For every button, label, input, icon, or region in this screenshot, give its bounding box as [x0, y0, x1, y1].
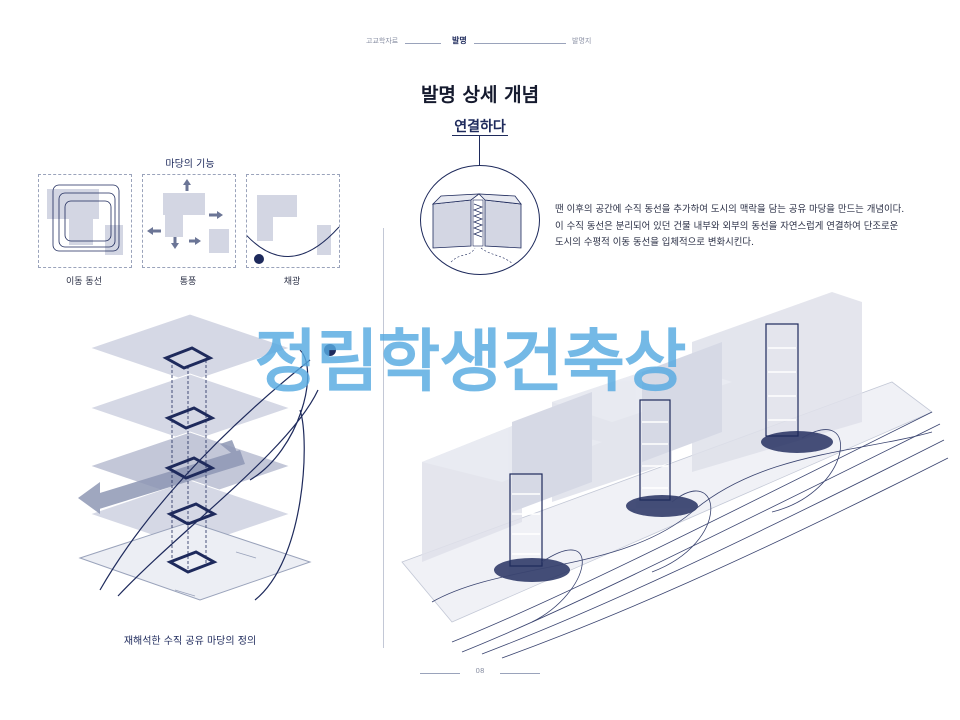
page-number: 08 — [420, 666, 540, 680]
street-connection-diagram — [401, 292, 949, 659]
section-subtitle: 연결하다 — [454, 119, 506, 135]
function-label-lighting: 채광 — [283, 277, 301, 287]
vertical-yard-diagram — [78, 313, 336, 601]
nav-item-active[interactable]: 발명 — [452, 35, 467, 45]
function-label-circulation: 이동 동선 — [66, 277, 102, 287]
circulation-diagram — [47, 184, 123, 255]
top-navigation: 고교학자료 발명 발명지 — [0, 34, 960, 54]
functions-title: 마당의 기능 — [165, 159, 215, 170]
connector-line — [479, 136, 480, 166]
nav-item-left[interactable]: 고교학자료 — [366, 37, 399, 45]
nav-item-right[interactable]: 발명지 — [572, 37, 592, 45]
sun-icon — [254, 254, 264, 264]
function-label-ventilation: 통풍 — [179, 277, 197, 287]
function-diagram-circulation — [38, 174, 132, 268]
nav-line-left — [405, 43, 441, 44]
ground-slab — [78, 521, 312, 601]
concept-description: 땐 이후의 공간에 수직 동선을 추가하여 도시의 맥락을 담는 공유 마당을 … — [555, 202, 940, 252]
description-line: 도시의 수평적 이동 동선을 입체적으로 변화시킨다. — [555, 237, 755, 248]
description-line: 이 수직 동선은 분리되어 있던 건물 내부와 외부의 동선을 자연스럽게 연결… — [555, 220, 899, 232]
subtitle-underline — [452, 135, 508, 136]
description-line: 땐 이후의 공간에 수직 동선을 추가하여 도시의 맥락을 담는 공유 마당을 … — [555, 204, 905, 215]
lighting-diagram — [247, 195, 339, 264]
watermark-text: 정림학생건축상 — [254, 323, 687, 402]
function-diagram-lighting — [246, 174, 340, 268]
diagram-caption: 재해석한 수직 공유 마당의 정의 — [123, 636, 257, 647]
sun-icon — [324, 344, 336, 356]
function-diagram-ventilation — [142, 174, 236, 268]
nav-line-right — [474, 43, 566, 44]
page-number-line-left — [420, 673, 460, 674]
connection-detail-drawing — [431, 193, 522, 265]
connection-detail-circle — [420, 165, 540, 275]
ventilation-diagram — [147, 179, 229, 253]
column-divider — [383, 228, 384, 648]
page-title: 발명 상세 개념 — [420, 84, 540, 106]
page-number-line-right — [500, 673, 540, 674]
page-number-text: 08 — [475, 667, 485, 675]
